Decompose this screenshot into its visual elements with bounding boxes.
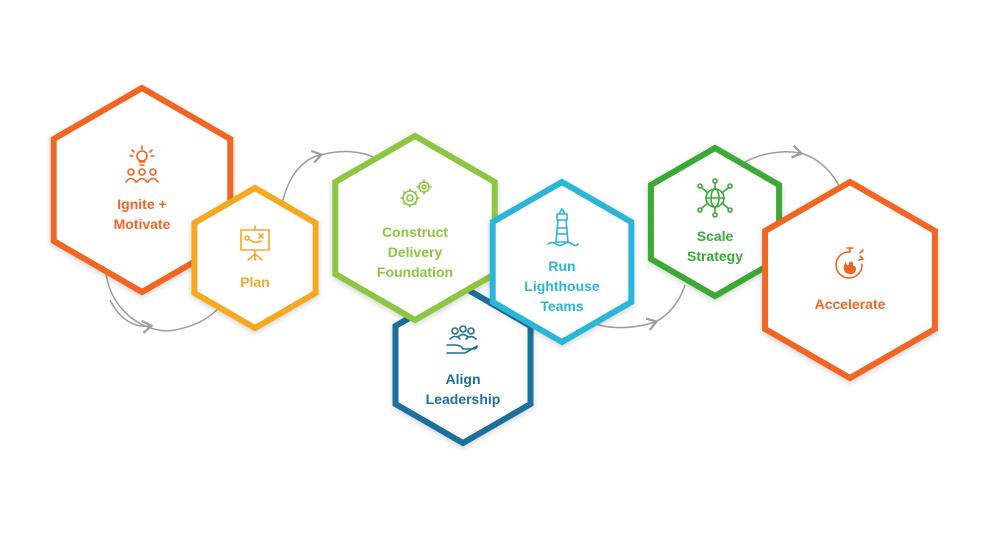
hexagon-label-plan: Plan [240,274,270,290]
people-lightbulb-icon [125,145,159,183]
hexagon-ignite: Ignite + Motivate [50,84,234,296]
hexagon-label-scale: Scale [697,228,734,244]
hexagon-label-ignite: Ignite + [117,196,166,212]
hexagon-label-scale: Strategy [687,248,743,264]
hexagon-border-ignite [50,84,234,296]
connector-arrow-1 [109,299,154,334]
hexagon-label-construct: Delivery [388,244,443,260]
hexagon-label-ignite: Motivate [114,216,171,232]
connector-lighthouse-scale-2 [654,284,686,323]
hexagon-label-construct: Construct [382,224,448,240]
hand-people-icon [446,325,478,354]
hexagon-label-lighthouse: Run [548,258,575,274]
strategy-board-icon [240,225,270,261]
hexagon-border-scale [647,144,783,300]
globe-network-icon [697,178,733,218]
connector-scale-accelerate [739,144,804,166]
hexagon-label-construct: Foundation [377,264,453,280]
hexagon-plan: Plan [191,184,319,332]
hexagon-border-lighthouse [489,178,635,346]
hexagon-border-accelerate [762,178,938,382]
gears-icon [400,179,432,208]
hexagon-label-lighthouse: Teams [540,298,584,314]
hexagon-label-accelerate: Accelerate [815,296,886,312]
connector-construct-top [319,150,376,159]
hexagon-label-align: Align [446,371,481,387]
hexagon-border-construct [332,132,498,324]
stopwatch-flame-icon [835,247,864,279]
connector-ignite-plan [104,264,226,332]
connector-scale-accelerate-2 [799,152,843,193]
hexagon-label-align: Leadership [426,391,501,407]
hexagon-label-lighthouse: Lighthouse [524,278,600,294]
hexagon-accelerate: Accelerate [762,178,938,382]
lighthouse-icon [547,208,579,247]
